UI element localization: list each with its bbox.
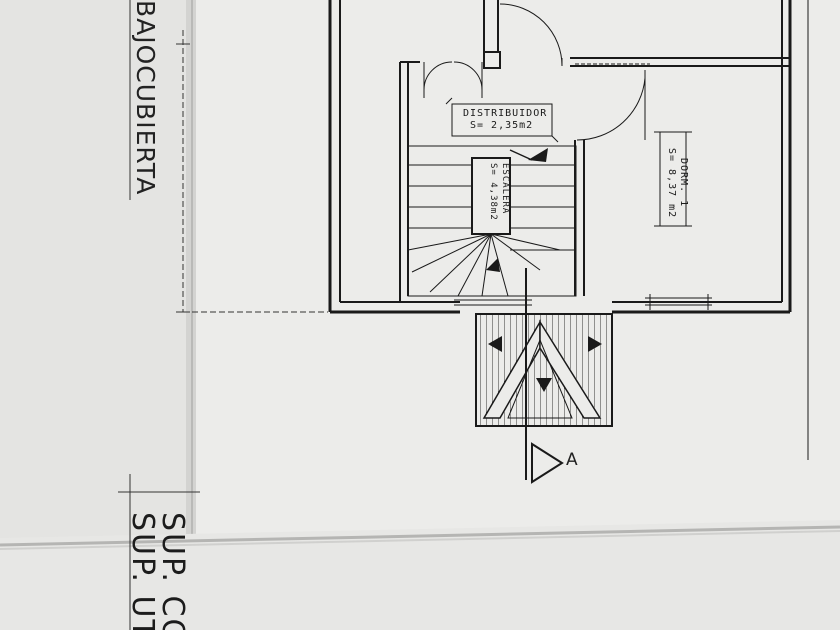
plan-side-title: BAJOCUBIERTA [131,0,160,196]
exterior-walls [328,0,809,460]
stair-arrow-icon [486,258,500,272]
room-label-distribuidor: DISTRIBUIDOR [463,108,548,119]
staircase [407,145,577,297]
surface-label-construida: SUP. CO [155,512,190,630]
room-area-distribuidor: S= 2,35m2 [470,120,534,131]
horizontal-fold [0,520,840,630]
room-label-escalera: ESCALERA [500,163,510,215]
section-marker-label: A [566,450,578,470]
paper-left-panel [0,0,190,630]
room-area-escalera: S= 4,38m2 [488,163,498,221]
distribuidor-label-box [445,97,559,143]
surface-label-util: SUP. UTI [125,512,160,630]
stair-arrow-icon [528,148,548,162]
room-label-dormitorio: DORM. 1 [678,158,689,208]
stair-arrow-icon [536,378,552,392]
section-triangle-icon [531,442,564,484]
left-dimension-line [176,30,328,313]
door-swing-icon [423,3,646,141]
stair-arrow-icon [588,336,602,352]
dorm-label-dimension [654,131,692,227]
window-openings [454,63,712,310]
surface-table-lines [118,474,200,630]
room-area-dormitorio: S= 8,37 m2 [666,148,677,219]
entrance-hatch [475,313,613,427]
stair-arrow-icon [488,336,502,352]
vertical-fold [186,0,196,630]
